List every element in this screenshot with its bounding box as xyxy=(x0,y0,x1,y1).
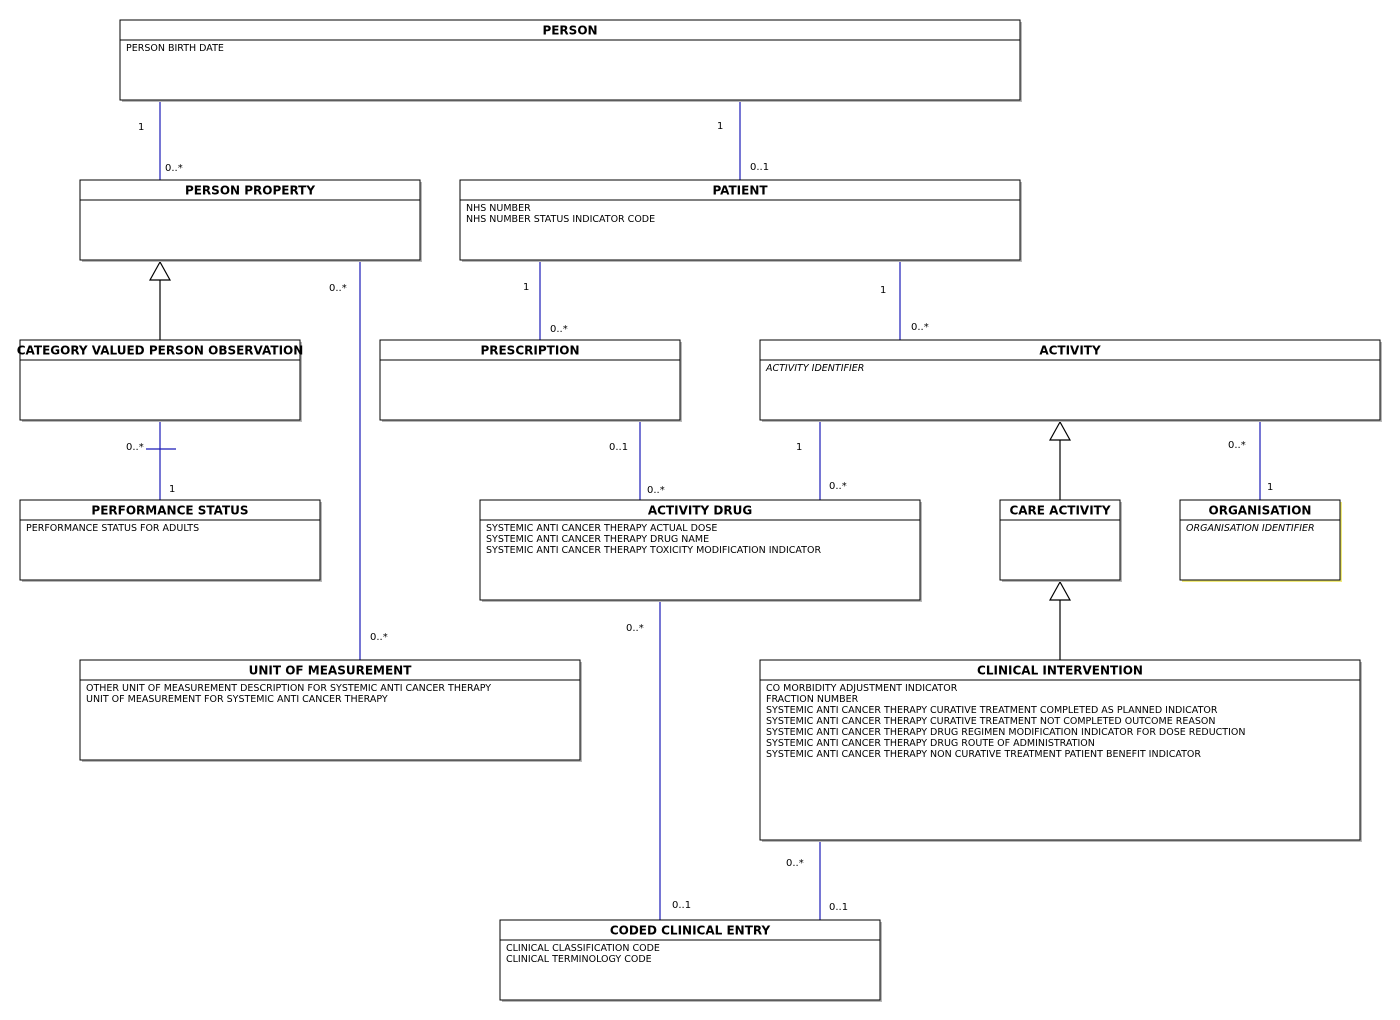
gen-arrow-person-property xyxy=(148,260,172,281)
class-attribute: NHS NUMBER xyxy=(466,203,531,214)
class-title: PATIENT xyxy=(712,184,768,198)
class-title: CARE ACTIVITY xyxy=(1009,504,1110,518)
class-box xyxy=(1179,499,1341,581)
gen-arrow-activity xyxy=(1048,420,1072,441)
class-care-activity: CARE ACTIVITY xyxy=(999,499,1122,582)
class-attribute: SYSTEMIC ANTI CANCER THERAPY DRUG ROUTE … xyxy=(766,738,1095,749)
class-box xyxy=(759,339,1381,421)
mult-label: 0..1 xyxy=(672,900,691,911)
class-category-valued-person-observation: CATEGORY VALUED PERSON OBSERVATION xyxy=(17,339,304,422)
gen-arrow-care-activity xyxy=(1048,580,1072,601)
class-box xyxy=(79,179,421,261)
class-organisation: ORGANISATION ORGANISATION IDENTIFIER xyxy=(1179,499,1342,582)
class-title: CLINICAL INTERVENTION xyxy=(977,664,1143,678)
class-attribute: SYSTEMIC ANTI CANCER THERAPY TOXICITY MO… xyxy=(486,545,821,556)
class-box xyxy=(379,339,681,421)
class-attribute: SYSTEMIC ANTI CANCER THERAPY CURATIVE TR… xyxy=(766,716,1215,727)
class-title: PRESCRIPTION xyxy=(480,344,579,358)
class-attribute: CLINICAL TERMINOLOGY CODE xyxy=(506,954,652,965)
generalizations xyxy=(148,260,1072,660)
class-attribute: SYSTEMIC ANTI CANCER THERAPY ACTUAL DOSE xyxy=(486,523,717,534)
class-title: ACTIVITY DRUG xyxy=(648,504,752,518)
class-attribute: UNIT OF MEASUREMENT FOR SYSTEMIC ANTI CA… xyxy=(86,694,388,705)
class-attribute: ACTIVITY IDENTIFIER xyxy=(765,363,864,374)
mult-label: 0..* xyxy=(829,481,847,492)
class-attribute: CLINICAL CLASSIFICATION CODE xyxy=(506,943,660,954)
mult-label: 0..* xyxy=(126,442,144,453)
mult-label: 0..1 xyxy=(750,162,769,173)
class-prescription: PRESCRIPTION xyxy=(379,339,682,422)
mult-label: 0..* xyxy=(165,163,183,174)
class-attribute: SYSTEMIC ANTI CANCER THERAPY DRUG NAME xyxy=(486,534,709,545)
class-attribute: PERFORMANCE STATUS FOR ADULTS xyxy=(26,523,199,534)
mult-label: 0..1 xyxy=(829,902,848,913)
mult-label: 0..1 xyxy=(609,442,628,453)
mult-label: 0..* xyxy=(329,283,347,294)
mult-label: 0..* xyxy=(550,324,568,335)
class-title: UNIT OF MEASUREMENT xyxy=(249,664,413,678)
class-title: CATEGORY VALUED PERSON OBSERVATION xyxy=(17,344,304,358)
multiplicities: 1 0..* 1 0..1 1 0..* 1 0..* 0..* 0..* 0.… xyxy=(126,121,1273,913)
class-boxes: PERSON PERSON BIRTH DATE PERSON PROPERTY PA… xyxy=(17,19,1382,1002)
mult-label: 0..* xyxy=(647,485,665,496)
mult-label: 1 xyxy=(880,285,886,296)
class-title: PERSON PROPERTY xyxy=(185,184,315,198)
associations xyxy=(146,100,1261,920)
class-box xyxy=(459,179,1021,261)
class-attribute: CO MORBIDITY ADJUSTMENT INDICATOR xyxy=(766,683,958,694)
mult-label: 1 xyxy=(523,282,529,293)
mult-label: 1 xyxy=(796,442,802,453)
class-box xyxy=(499,919,881,1001)
mult-label: 0..* xyxy=(370,632,388,643)
class-box xyxy=(999,499,1121,581)
class-box xyxy=(19,499,321,581)
class-attribute: OTHER UNIT OF MEASUREMENT DESCRIPTION FO… xyxy=(86,683,491,694)
class-unit-of-measurement: UNIT OF MEASUREMENT OTHER UNIT OF MEASURE… xyxy=(79,659,582,762)
class-title: PERSON xyxy=(542,24,597,38)
class-person: PERSON PERSON BIRTH DATE xyxy=(119,19,1022,102)
class-box xyxy=(19,339,301,421)
class-box xyxy=(479,499,921,601)
mult-label: 1 xyxy=(717,121,723,132)
class-title: ORGANISATION xyxy=(1209,504,1312,518)
class-clinical-intervention: CLINICAL INTERVENTION CO MORBIDITY ADJUST… xyxy=(759,659,1362,842)
class-attribute: PERSON BIRTH DATE xyxy=(126,43,224,54)
mult-label: 0..* xyxy=(911,322,929,333)
class-activity: ACTIVITY ACTIVITY IDENTIFIER xyxy=(759,339,1382,422)
class-box xyxy=(79,659,581,761)
mult-label: 1 xyxy=(1267,482,1273,493)
class-attribute: SYSTEMIC ANTI CANCER THERAPY DRUG REGIME… xyxy=(766,727,1245,738)
class-title: CODED CLINICAL ENTRY xyxy=(610,924,771,938)
mult-label: 0..* xyxy=(1228,440,1246,451)
class-attribute: SYSTEMIC ANTI CANCER THERAPY NON CURATIV… xyxy=(766,749,1201,760)
mult-label: 1 xyxy=(138,122,144,133)
class-coded-clinical-entry: CODED CLINICAL ENTRY CLINICAL CLASSIFICAT… xyxy=(499,919,882,1002)
class-attribute: SYSTEMIC ANTI CANCER THERAPY CURATIVE TR… xyxy=(766,705,1218,716)
mult-label: 0..* xyxy=(786,858,804,869)
class-box xyxy=(759,659,1361,841)
class-title: PERFORMANCE STATUS xyxy=(91,504,248,518)
class-attribute: FRACTION NUMBER xyxy=(766,694,859,705)
class-attribute: ORGANISATION IDENTIFIER xyxy=(1186,523,1315,534)
class-title: ACTIVITY xyxy=(1039,344,1101,358)
mult-label: 0..* xyxy=(626,623,644,634)
class-performance-status: PERFORMANCE STATUS PERFORMANCE STATUS FOR… xyxy=(19,499,322,582)
class-activity-drug: ACTIVITY DRUG SYSTEMIC ANTI CANCER THERAP… xyxy=(479,499,922,602)
class-person-property: PERSON PROPERTY xyxy=(79,179,422,262)
mult-label: 1 xyxy=(169,484,175,495)
class-box xyxy=(119,19,1021,101)
class-attribute: NHS NUMBER STATUS INDICATOR CODE xyxy=(466,214,655,225)
